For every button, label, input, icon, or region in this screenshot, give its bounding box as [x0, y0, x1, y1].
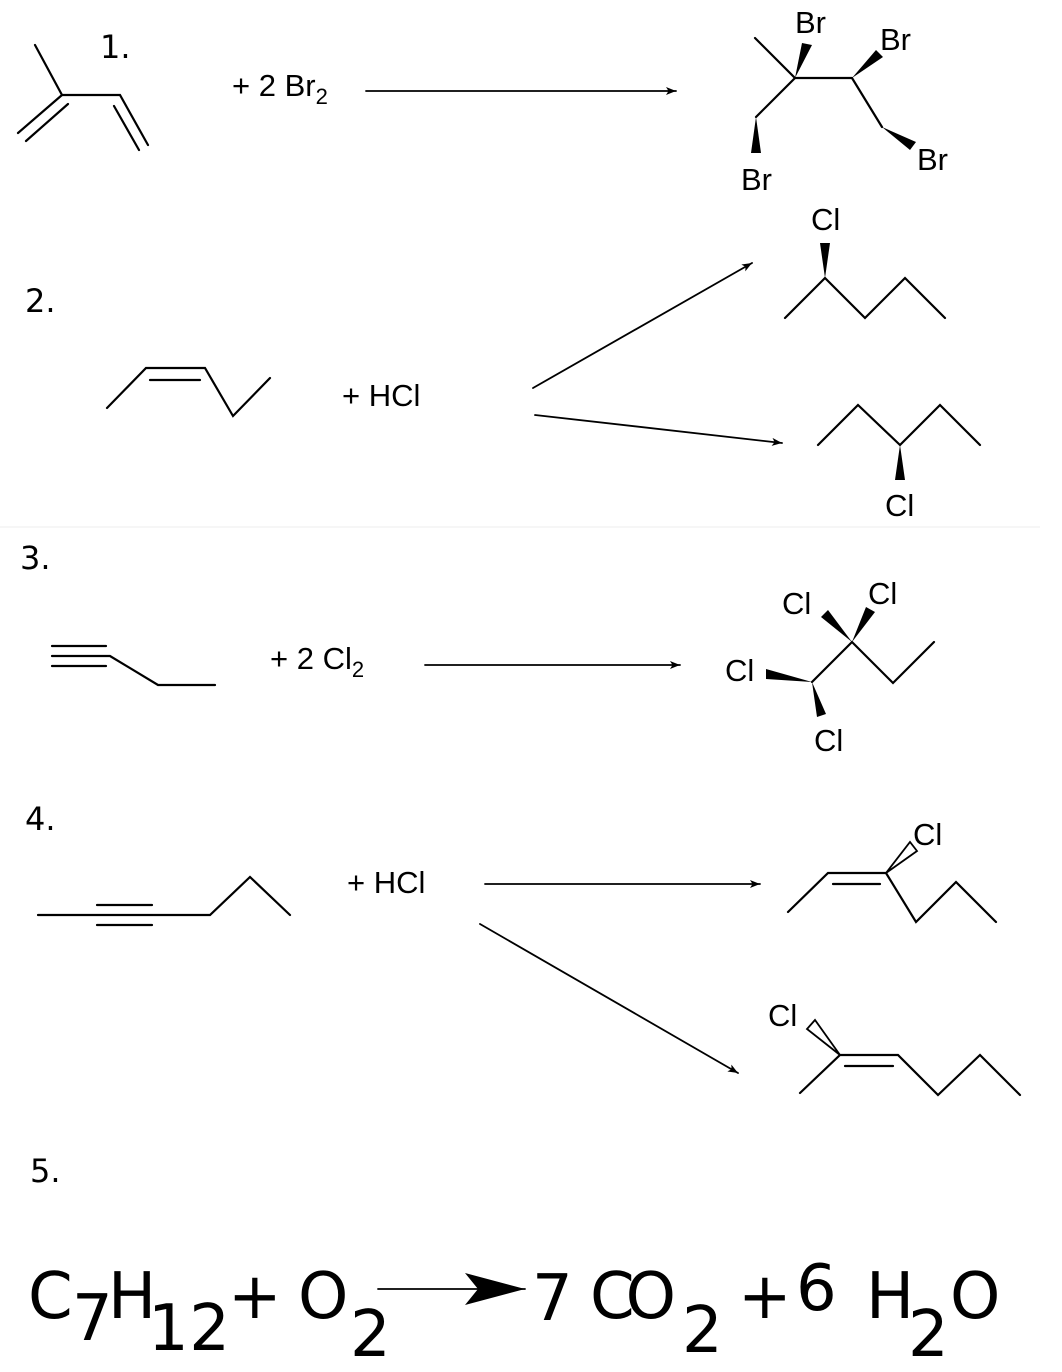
reaction-2: 2. + HCl Cl Cl: [25, 202, 982, 523]
3-chloropentane-product: Cl: [816, 403, 982, 523]
subscript: 7: [72, 1282, 113, 1356]
cl-label: Cl: [768, 998, 797, 1033]
reaction-arrow: [479, 923, 739, 1074]
reaction-number: 5.: [30, 1152, 61, 1190]
reaction-number: 1.: [100, 28, 131, 66]
subscript: 2: [350, 1298, 391, 1372]
cl-label: Cl: [725, 653, 754, 688]
3-chloro-2-hexene-product: Cl: [786, 817, 998, 924]
coefficient: 6: [796, 1252, 837, 1326]
coefficient: 7: [532, 1262, 573, 1336]
formula-text: H: [108, 1260, 156, 1334]
cl-label: Cl: [868, 576, 897, 611]
reagent-label: + HCl: [342, 378, 420, 413]
br-label: Br: [795, 5, 826, 40]
cl-label: Cl: [811, 202, 840, 237]
arrow-head: [465, 1273, 525, 1305]
cis-2-pentene-structure: [105, 366, 272, 418]
subscript: 12: [148, 1292, 230, 1366]
formula-text: O: [950, 1260, 1000, 1334]
2-chloropentane-product: Cl: [783, 202, 947, 320]
reagent-label: + 2 Br2: [232, 68, 328, 109]
reagent-label: + HCl: [347, 865, 425, 900]
formula-text: CO: [590, 1260, 676, 1334]
1-butyne-structure: [50, 644, 217, 687]
plus-sign: +: [738, 1260, 792, 1334]
2-chloro-2-hexene-product: Cl: [768, 998, 1022, 1097]
combustion-equation: C 7 H 12 + O 2 7 CO 2 + 6 H 2 O: [28, 1252, 1000, 1372]
cl-label: Cl: [885, 488, 914, 523]
tetrachlorobutane-product: Cl Cl Cl Cl: [725, 576, 936, 758]
cl-label: Cl: [782, 586, 811, 621]
formula-text: O: [298, 1260, 348, 1334]
reaction-4: 4. + HCl Cl Cl: [25, 800, 1022, 1097]
2-hexyne-structure: [36, 875, 292, 927]
subscript: 2: [908, 1298, 949, 1372]
br-label: Br: [917, 142, 948, 177]
reaction-number: 2.: [25, 282, 56, 320]
cl-label: Cl: [913, 817, 942, 852]
reagent-label: + 2 Cl2: [270, 641, 364, 682]
cl-label: Cl: [814, 723, 843, 758]
reaction-arrow: [534, 414, 783, 446]
formula-text: C: [28, 1260, 73, 1334]
reaction-3: 3. + 2 Cl2 Cl Cl Cl Cl: [20, 539, 936, 758]
isoprene-structure: [16, 43, 150, 152]
reaction-1: 1. + 2 Br2 Br Br Br Br: [16, 5, 948, 197]
br-label: Br: [741, 162, 772, 197]
plus-sign: +: [228, 1260, 282, 1334]
formula-text: H: [866, 1260, 914, 1334]
br-label: Br: [880, 22, 911, 57]
tetrabromo-product: Br Br Br Br: [741, 5, 948, 197]
reaction-number: 3.: [20, 539, 51, 577]
reaction-number: 4.: [25, 800, 56, 838]
reaction-5: 5. C 7 H 12 + O 2 7 CO 2 + 6 H 2 O: [28, 1152, 1000, 1372]
subscript: 2: [682, 1294, 723, 1368]
reaction-arrow: [532, 262, 753, 389]
